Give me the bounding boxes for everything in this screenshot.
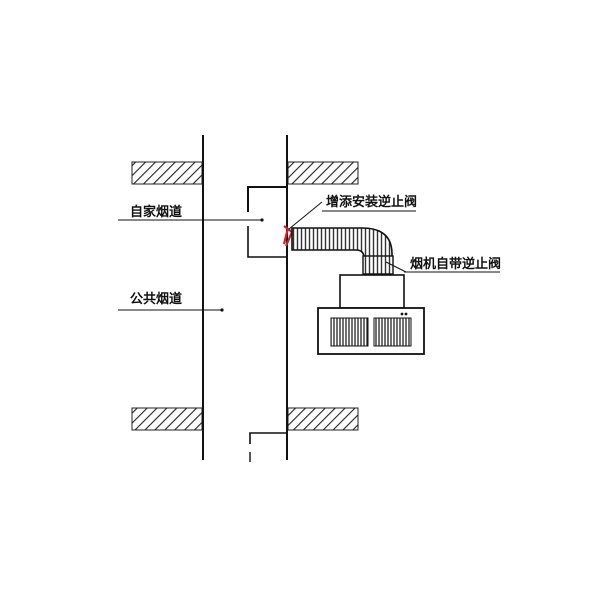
private-flue-label: 自家烟道 (130, 204, 182, 220)
range-hood-indicator (400, 312, 404, 316)
private-flue-channel (247, 186, 287, 212)
hood-builtin-valve-label: 烟机自带逆止阀 (410, 256, 501, 272)
range-hood-filter-right (373, 317, 412, 347)
range-hood-chimney (339, 274, 405, 309)
added-check-valve-label: 增添安装逆止阀 (326, 194, 417, 210)
lower-floor-slab-left (131, 407, 203, 431)
duct-collar (362, 255, 394, 275)
private-flue-leader-dot (260, 218, 264, 222)
lower-floor-slab-right (287, 407, 359, 431)
public-flue-leader-dot (220, 308, 224, 312)
range-hood-indicator-2 (404, 312, 408, 316)
added-check-valve-leader (288, 201, 323, 230)
range-hood-filter-left (330, 317, 369, 347)
lower-private-flue-channel (249, 432, 287, 444)
hood-valve-leader (385, 261, 407, 273)
upper-floor-slab-left (131, 161, 203, 185)
upper-floor-slab-right (287, 161, 359, 185)
private-flue-channel-lower (247, 226, 287, 258)
public-flue-label: 公共烟道 (130, 291, 182, 307)
